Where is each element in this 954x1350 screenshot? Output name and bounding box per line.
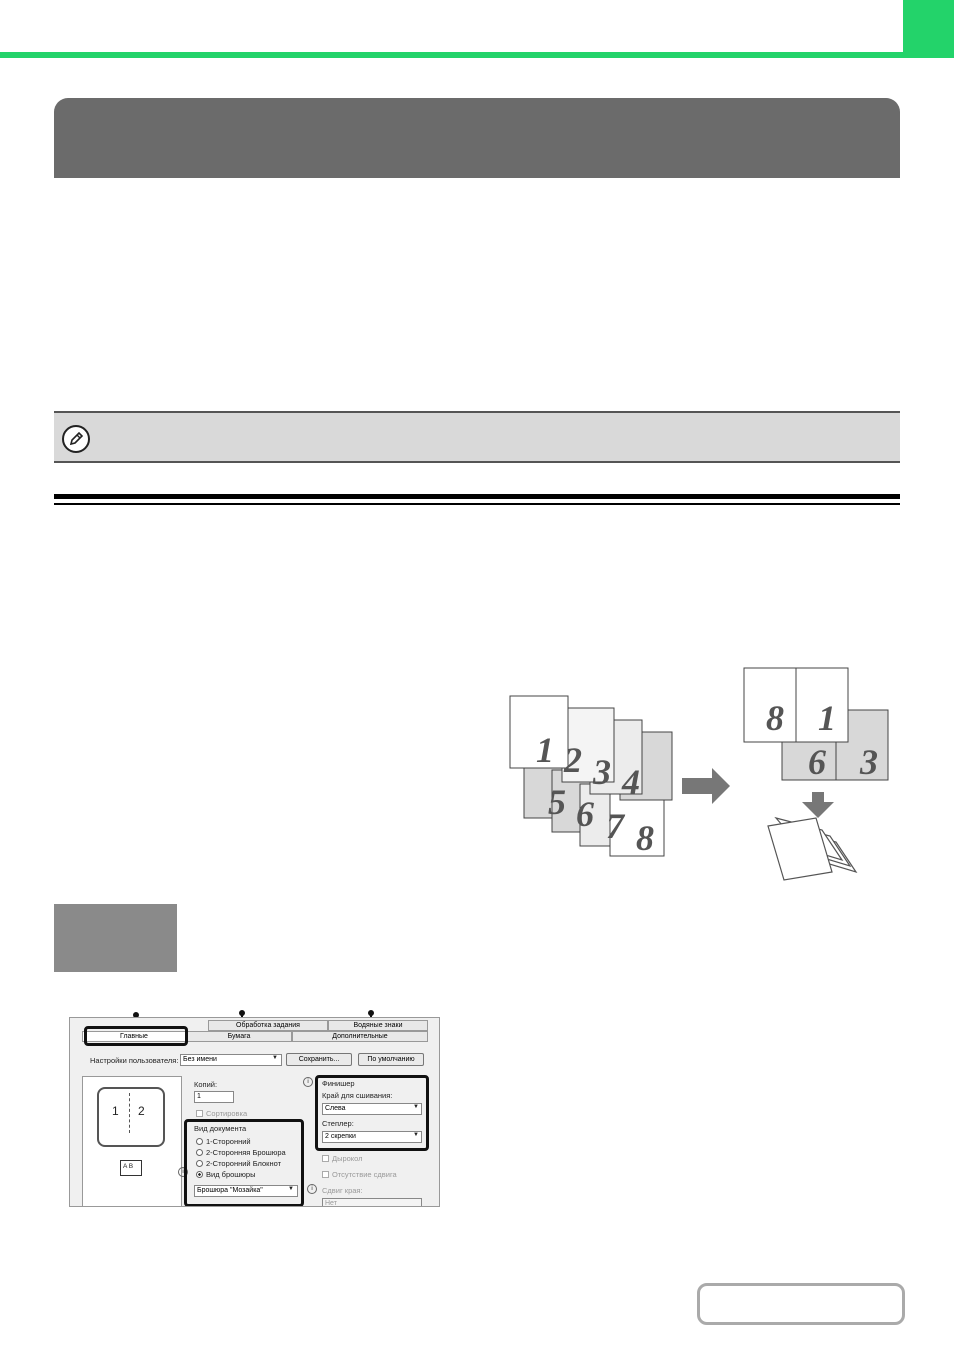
staple-label: Степлер: (322, 1119, 354, 1128)
page-num-5: 5 (548, 782, 566, 822)
radio-2-sided-tablet[interactable] (196, 1160, 203, 1167)
finishing-label: Финишер (322, 1079, 355, 1088)
page-num-4: 4 (621, 762, 640, 802)
page-number-badge (697, 1283, 905, 1325)
default-button[interactable]: По умолчанию (358, 1053, 424, 1066)
info-icon: i (303, 1077, 313, 1087)
user-settings-select[interactable]: Без имени (180, 1054, 282, 1066)
section-header-band (54, 98, 900, 178)
info-icon: i (307, 1184, 317, 1194)
page-num-6: 6 (576, 794, 594, 834)
no-offset-label: Отсутствие сдвига (332, 1170, 397, 1179)
user-settings-label: Настройки пользователя: (90, 1056, 179, 1065)
page-num-8: 8 (636, 818, 654, 858)
chevron-down-icon: ▼ (413, 1104, 419, 1110)
pencil-icon (62, 425, 90, 453)
offset-edge-label: Сдвиг края: (322, 1186, 363, 1195)
info-icon: i (178, 1167, 188, 1177)
page-num-2: 2 (563, 740, 582, 780)
page-2 (561, 707, 615, 783)
callout-dot-3 (368, 1010, 374, 1016)
chevron-down-icon: ▼ (288, 1186, 294, 1192)
offset-edge-select[interactable]: Нет (322, 1198, 422, 1206)
sheet-num-1: 1 (818, 698, 836, 738)
save-button[interactable]: Сохранить... (286, 1053, 352, 1066)
callout-dot-2 (239, 1010, 245, 1016)
preview-page-2: 2 (138, 1104, 145, 1118)
sheet-num-6: 6 (808, 742, 826, 782)
option-1-sided: 1-Сторонний (206, 1137, 251, 1146)
page-num-7: 7 (606, 806, 626, 846)
arrow-down-icon (802, 792, 834, 818)
folded-booklet-icon (767, 816, 858, 881)
section-rule-thick (54, 494, 900, 499)
booklet-ab-text: A B (123, 1163, 134, 1170)
preview-page (97, 1087, 165, 1147)
tab-paper[interactable]: Бумага (186, 1031, 292, 1042)
booklet-illustration: 1 2 3 4 5 6 7 8 8 1 6 3 (509, 667, 889, 881)
highlight-main-tab (84, 1026, 188, 1046)
highlight-finishing (315, 1075, 429, 1151)
tab-advanced[interactable]: Дополнительные (292, 1031, 428, 1042)
collate-label: Сортировка (206, 1109, 248, 1118)
radio-2-sided-booklet[interactable] (196, 1149, 203, 1156)
booklet-type-select[interactable]: Брошюра "Мозайка" (194, 1185, 298, 1197)
note-bar (54, 411, 900, 463)
top-green-line (0, 52, 954, 58)
copies-field[interactable]: 1 (194, 1091, 234, 1103)
tab-watermarks[interactable]: Водяные знаки (328, 1020, 428, 1031)
chevron-down-icon: ▼ (413, 1132, 419, 1138)
booklet-ab-icon (120, 1160, 142, 1176)
copies-label: Копий: (194, 1080, 218, 1089)
option-booklet: Вид брошюры (206, 1170, 256, 1179)
collate-checkbox[interactable] (196, 1110, 203, 1117)
staple-select[interactable]: 2 скрепки (322, 1131, 422, 1143)
sheet-num-8: 8 (766, 698, 784, 738)
option-2-sided-tablet: 2-Сторонний Блокнот (206, 1159, 282, 1168)
radio-1-sided[interactable] (196, 1138, 203, 1145)
binding-edge-select[interactable]: Слева (322, 1103, 422, 1115)
document-style-label: Вид документа (194, 1124, 247, 1133)
punch-label: Дырокол (332, 1154, 363, 1163)
binding-edge-label: Край для сшивания: (322, 1091, 393, 1100)
callout-dot-1 (133, 1012, 139, 1018)
page-1 (509, 695, 569, 769)
no-offset-checkbox[interactable] (322, 1171, 329, 1178)
page-num-1: 1 (536, 730, 554, 770)
highlight-document-style (184, 1119, 304, 1206)
preview-page-1: 1 (112, 1104, 119, 1118)
tab-job-handling[interactable]: Обработка задания (208, 1020, 328, 1031)
preview-fold-line (129, 1093, 130, 1133)
chevron-down-icon: ▼ (272, 1055, 278, 1061)
step-number-block (54, 904, 177, 972)
punch-checkbox[interactable] (322, 1155, 329, 1162)
page-num-3: 3 (592, 752, 611, 792)
printer-driver-dialog: Обработка задания Водяные знаки Главные … (69, 1017, 440, 1207)
radio-booklet[interactable] (196, 1171, 203, 1178)
option-2-sided-booklet: 2-Сторонняя Брошюра (206, 1148, 286, 1157)
top-green-block (903, 0, 954, 56)
arrow-right-icon (682, 768, 730, 804)
section-rule-thin (54, 503, 900, 505)
sheet-num-3: 3 (859, 742, 878, 782)
